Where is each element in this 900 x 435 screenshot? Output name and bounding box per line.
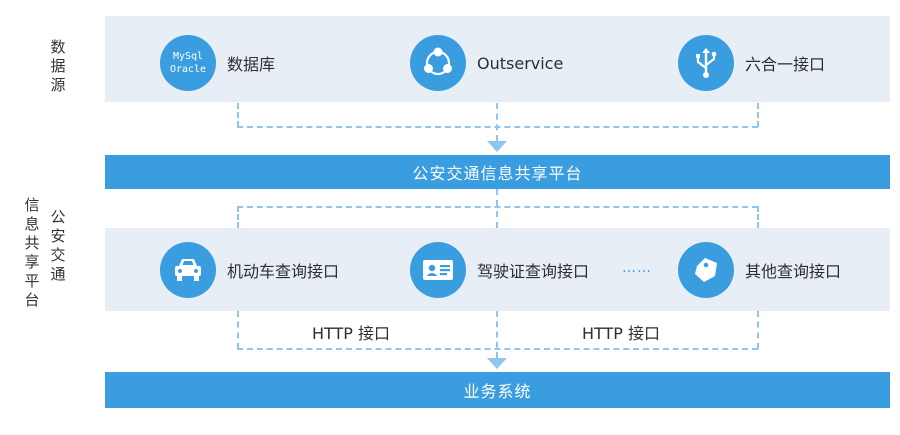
source-outservice: Outservice <box>410 35 563 91</box>
platform-label-col1: 信息共享平台 <box>24 196 40 309</box>
http-interface-label-left: HTTP 接口 <box>312 324 391 343</box>
platform-label-col2: 公安交通 <box>50 208 66 283</box>
database-icon: MySql Oracle <box>160 35 216 91</box>
interface-panel <box>105 228 890 311</box>
connector-source-left <box>237 103 239 127</box>
source-outservice-label: Outservice <box>477 53 564 73</box>
car-icon <box>160 242 216 298</box>
connector-platform-left <box>237 206 239 228</box>
arrow-down-icon-bottom <box>487 358 507 369</box>
connector-source-right <box>757 103 759 127</box>
interface-license: 驾驶证查询接口 <box>410 242 589 298</box>
database-icon-text-oracle: Oracle <box>169 64 207 75</box>
connector-platform-center <box>496 189 498 228</box>
tag-icon <box>678 242 734 298</box>
data-source-label: 数据源 <box>50 38 66 94</box>
arrow-down-icon <box>487 141 507 152</box>
interface-other-label: 其他查询接口 <box>745 262 842 281</box>
interface-vehicle-label: 机动车查询接口 <box>227 262 340 281</box>
connector-http-right <box>757 311 759 349</box>
share-icon <box>410 35 466 91</box>
database-icon-text-mysql: MySql <box>172 51 204 62</box>
source-six-in-one-label: 六合一接口 <box>745 55 826 74</box>
connector-platform-right <box>757 206 759 228</box>
source-database: MySql Oracle 数据库 <box>160 35 275 91</box>
ellipsis: …… <box>622 260 652 276</box>
source-database-label: 数据库 <box>227 55 276 74</box>
connector-http-horizontal <box>237 348 758 350</box>
connector-http-center <box>496 311 498 358</box>
source-six-in-one: 六合一接口 <box>678 35 825 91</box>
platform-bar: 公安交通信息共享平台 <box>105 155 890 189</box>
id-card-icon <box>410 242 466 298</box>
interface-vehicle: 机动车查询接口 <box>160 242 339 298</box>
http-interface-label-right: HTTP 接口 <box>582 324 661 343</box>
interface-other: 其他查询接口 <box>678 242 841 298</box>
usb-icon <box>678 35 734 91</box>
connector-http-left <box>237 311 239 349</box>
interface-license-label: 驾驶证查询接口 <box>477 262 590 281</box>
connector-source-center <box>496 103 498 141</box>
connector-source-horizontal <box>237 126 758 128</box>
business-system-bar: 业务系统 <box>105 372 890 408</box>
data-source-panel <box>105 16 890 102</box>
